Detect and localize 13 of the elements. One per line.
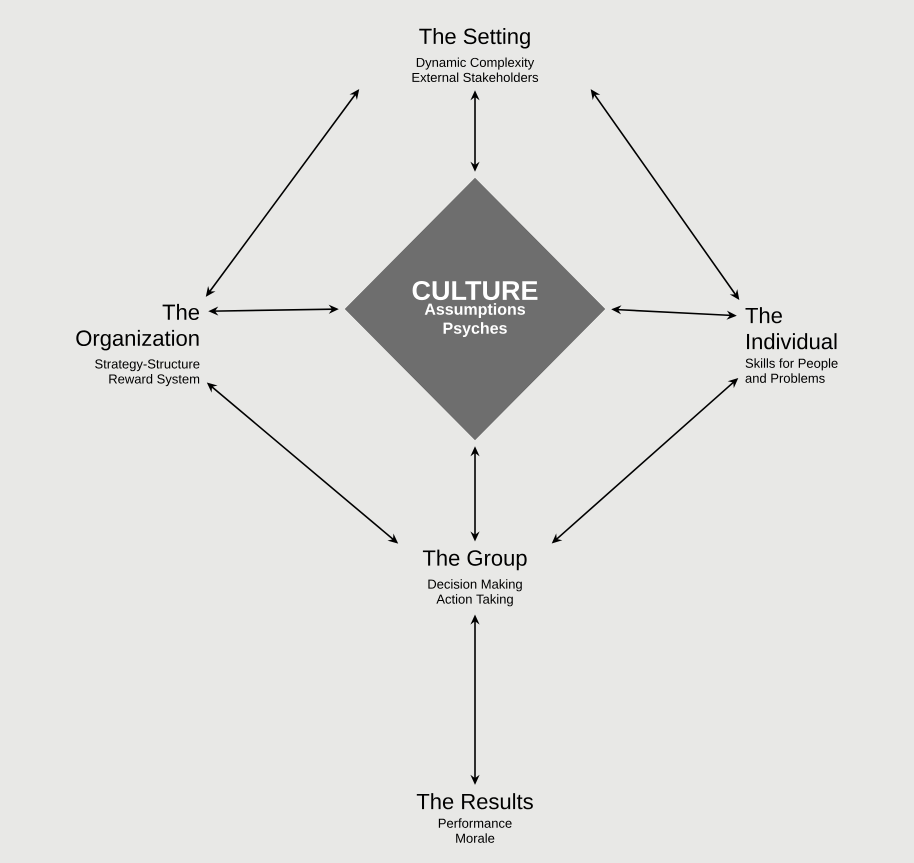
subheading: Performance Morale — [438, 818, 512, 843]
heading: The Results — [416, 793, 533, 810]
heading: The Setting — [419, 28, 530, 48]
subheading: Dynamic Complexity External Stakeholders — [412, 57, 538, 82]
heading: The Organization — [76, 304, 200, 350]
heading: The Individual — [746, 307, 836, 350]
diamond-subtitle: Assumptions Psyches — [424, 303, 525, 338]
subheading: Strategy-Structure Reward System — [95, 359, 200, 386]
subheading: Decision Making Action Taking — [428, 579, 522, 606]
diamond-title: CULTURE — [412, 280, 538, 300]
subheading: Skills for People and Problems — [746, 358, 838, 383]
heading: The Group — [422, 550, 527, 570]
culture-diamond — [344, 178, 606, 440]
